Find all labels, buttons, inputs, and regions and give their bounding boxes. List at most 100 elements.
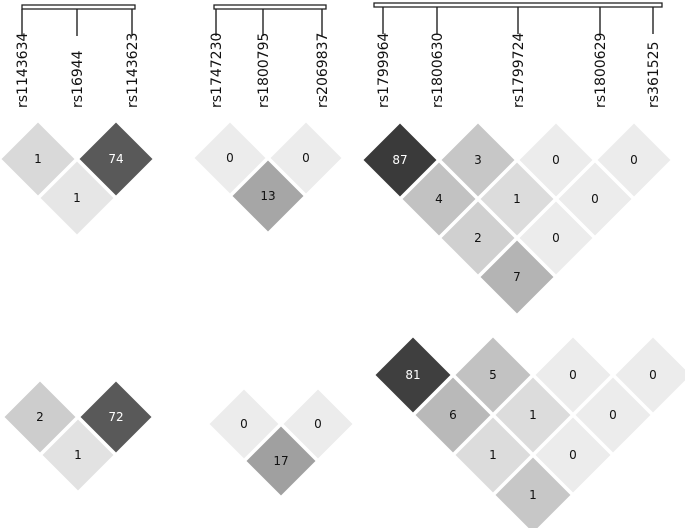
- ld-cell-value: 7: [513, 270, 521, 284]
- ld-cell-value: 0: [552, 231, 560, 245]
- ld-cell-value: 81: [405, 368, 420, 382]
- ld-cell: 1: [493, 375, 573, 455]
- ld-cell: 5: [453, 335, 533, 415]
- ld-cell-diamond: [230, 158, 306, 234]
- ld-cell: 0: [573, 375, 653, 455]
- ld-cell-value: 5: [489, 368, 497, 382]
- ld-plot-4: 2 72 1: [2, 379, 154, 493]
- ld-cell-value: 0: [226, 151, 234, 165]
- ld-plot-1: rs1143634 rs16944 rs1143623 1 74 1: [0, 4, 155, 237]
- ld-cell-diamond: [40, 417, 116, 493]
- ld-cell-diamond: [478, 238, 556, 316]
- ld-cell-value: 0: [314, 417, 322, 431]
- ld-cell-diamond: [556, 160, 634, 238]
- ld-cell-value: 0: [649, 368, 657, 382]
- ld-cell: 0: [517, 199, 595, 277]
- ld-cell: 0: [207, 387, 281, 461]
- snp-position-ruler: [21, 4, 136, 10]
- ld-cell-diamond: [533, 335, 613, 415]
- ld-cell: 0: [192, 120, 268, 196]
- ld-cell: 6: [413, 375, 493, 455]
- ld-cell-value: 6: [449, 408, 457, 422]
- ld-cell: 0: [556, 160, 634, 238]
- ld-cell-value: 1: [73, 191, 81, 205]
- ld-cell-diamond: [517, 199, 595, 277]
- ld-cell-value: 13: [260, 189, 275, 203]
- ld-cell: 74: [77, 120, 155, 198]
- ld-cell-value: 0: [591, 192, 599, 206]
- ld-cell: 1: [0, 120, 77, 198]
- ld-cell-value: 1: [34, 152, 42, 166]
- ld-cell-diamond: [207, 387, 281, 461]
- ld-cell: 0: [281, 387, 355, 461]
- ld-cell: 0: [613, 335, 685, 415]
- ld-cell-value: 3: [474, 153, 482, 167]
- ld-cell-value: 0: [569, 368, 577, 382]
- snp-label: rs1799724: [511, 33, 527, 108]
- ld-cell: 2: [439, 199, 517, 277]
- ld-cell-diamond: [373, 335, 453, 415]
- ld-cell-value: 0: [552, 153, 560, 167]
- ld-cell-value: 0: [302, 151, 310, 165]
- ld-cell: 2: [2, 379, 78, 455]
- ld-cell: 0: [595, 121, 673, 199]
- ld-cell-diamond: [478, 160, 556, 238]
- snp-label: rs1143623: [125, 33, 141, 108]
- ld-cell-value: 74: [108, 152, 123, 166]
- snp-position-ruler: [373, 2, 663, 8]
- ld-cell: 4: [400, 160, 478, 238]
- ld-cell-diamond: [413, 375, 493, 455]
- ld-cell-value: 17: [273, 454, 288, 468]
- ld-cell: 3: [439, 121, 517, 199]
- snp-label: rs1799964: [376, 33, 392, 108]
- ld-cell-value: 2: [36, 410, 44, 424]
- ld-cell-diamond: [595, 121, 673, 199]
- ld-cell-diamond: [361, 121, 439, 199]
- ld-cell: 87: [361, 121, 439, 199]
- ld-cell-value: 1: [513, 192, 521, 206]
- ld-cell-diamond: [517, 121, 595, 199]
- ld-cell-value: 0: [609, 408, 617, 422]
- ld-cell-value: 72: [108, 410, 123, 424]
- snp-label: rs2069837: [315, 33, 331, 108]
- ld-cell-diamond: [400, 160, 478, 238]
- ld-cell: 0: [533, 335, 613, 415]
- ld-cell: 1: [478, 160, 556, 238]
- ld-cell: 0: [533, 415, 613, 495]
- ld-cell: 13: [230, 158, 306, 234]
- snp-position-ruler: [213, 4, 327, 10]
- snp-label: rs1143634: [15, 33, 31, 108]
- ld-cell-value: 0: [569, 448, 577, 462]
- ld-cell-diamond: [78, 379, 154, 455]
- snp-label: rs1800629: [593, 33, 609, 108]
- ld-cell-diamond: [453, 415, 533, 495]
- ld-cell-value: 0: [630, 153, 638, 167]
- ld-cell-diamond: [2, 379, 78, 455]
- ld-cell-diamond: [493, 375, 573, 455]
- ld-cell: 7: [478, 238, 556, 316]
- ld-cell: 1: [493, 455, 573, 528]
- ld-cell-diamond: [281, 387, 355, 461]
- ld-cell-value: 1: [489, 448, 497, 462]
- ld-cell-diamond: [38, 159, 116, 237]
- ld-cell: 0: [517, 121, 595, 199]
- ld-cell-diamond: [439, 199, 517, 277]
- ld-cell-value: 1: [74, 448, 82, 462]
- snp-label: rs1800630: [430, 33, 446, 108]
- ld-cell-diamond: [192, 120, 268, 196]
- ld-cell-diamond: [493, 455, 573, 528]
- ld-cell-diamond: [439, 121, 517, 199]
- snp-label: rs1800795: [256, 33, 272, 108]
- ld-cell-diamond: [573, 375, 653, 455]
- ld-cell-diamond: [533, 415, 613, 495]
- ld-cell-value: 2: [474, 231, 482, 245]
- snp-label: rs16944: [70, 50, 86, 108]
- ld-plot-2: rs1747230 rs1800795 rs2069837 0 0 13: [192, 4, 344, 234]
- snp-label: rs1747230: [209, 33, 225, 108]
- ld-cell-diamond: [268, 120, 344, 196]
- ld-cell-diamond: [0, 120, 77, 198]
- ld-cell: 81: [373, 335, 453, 415]
